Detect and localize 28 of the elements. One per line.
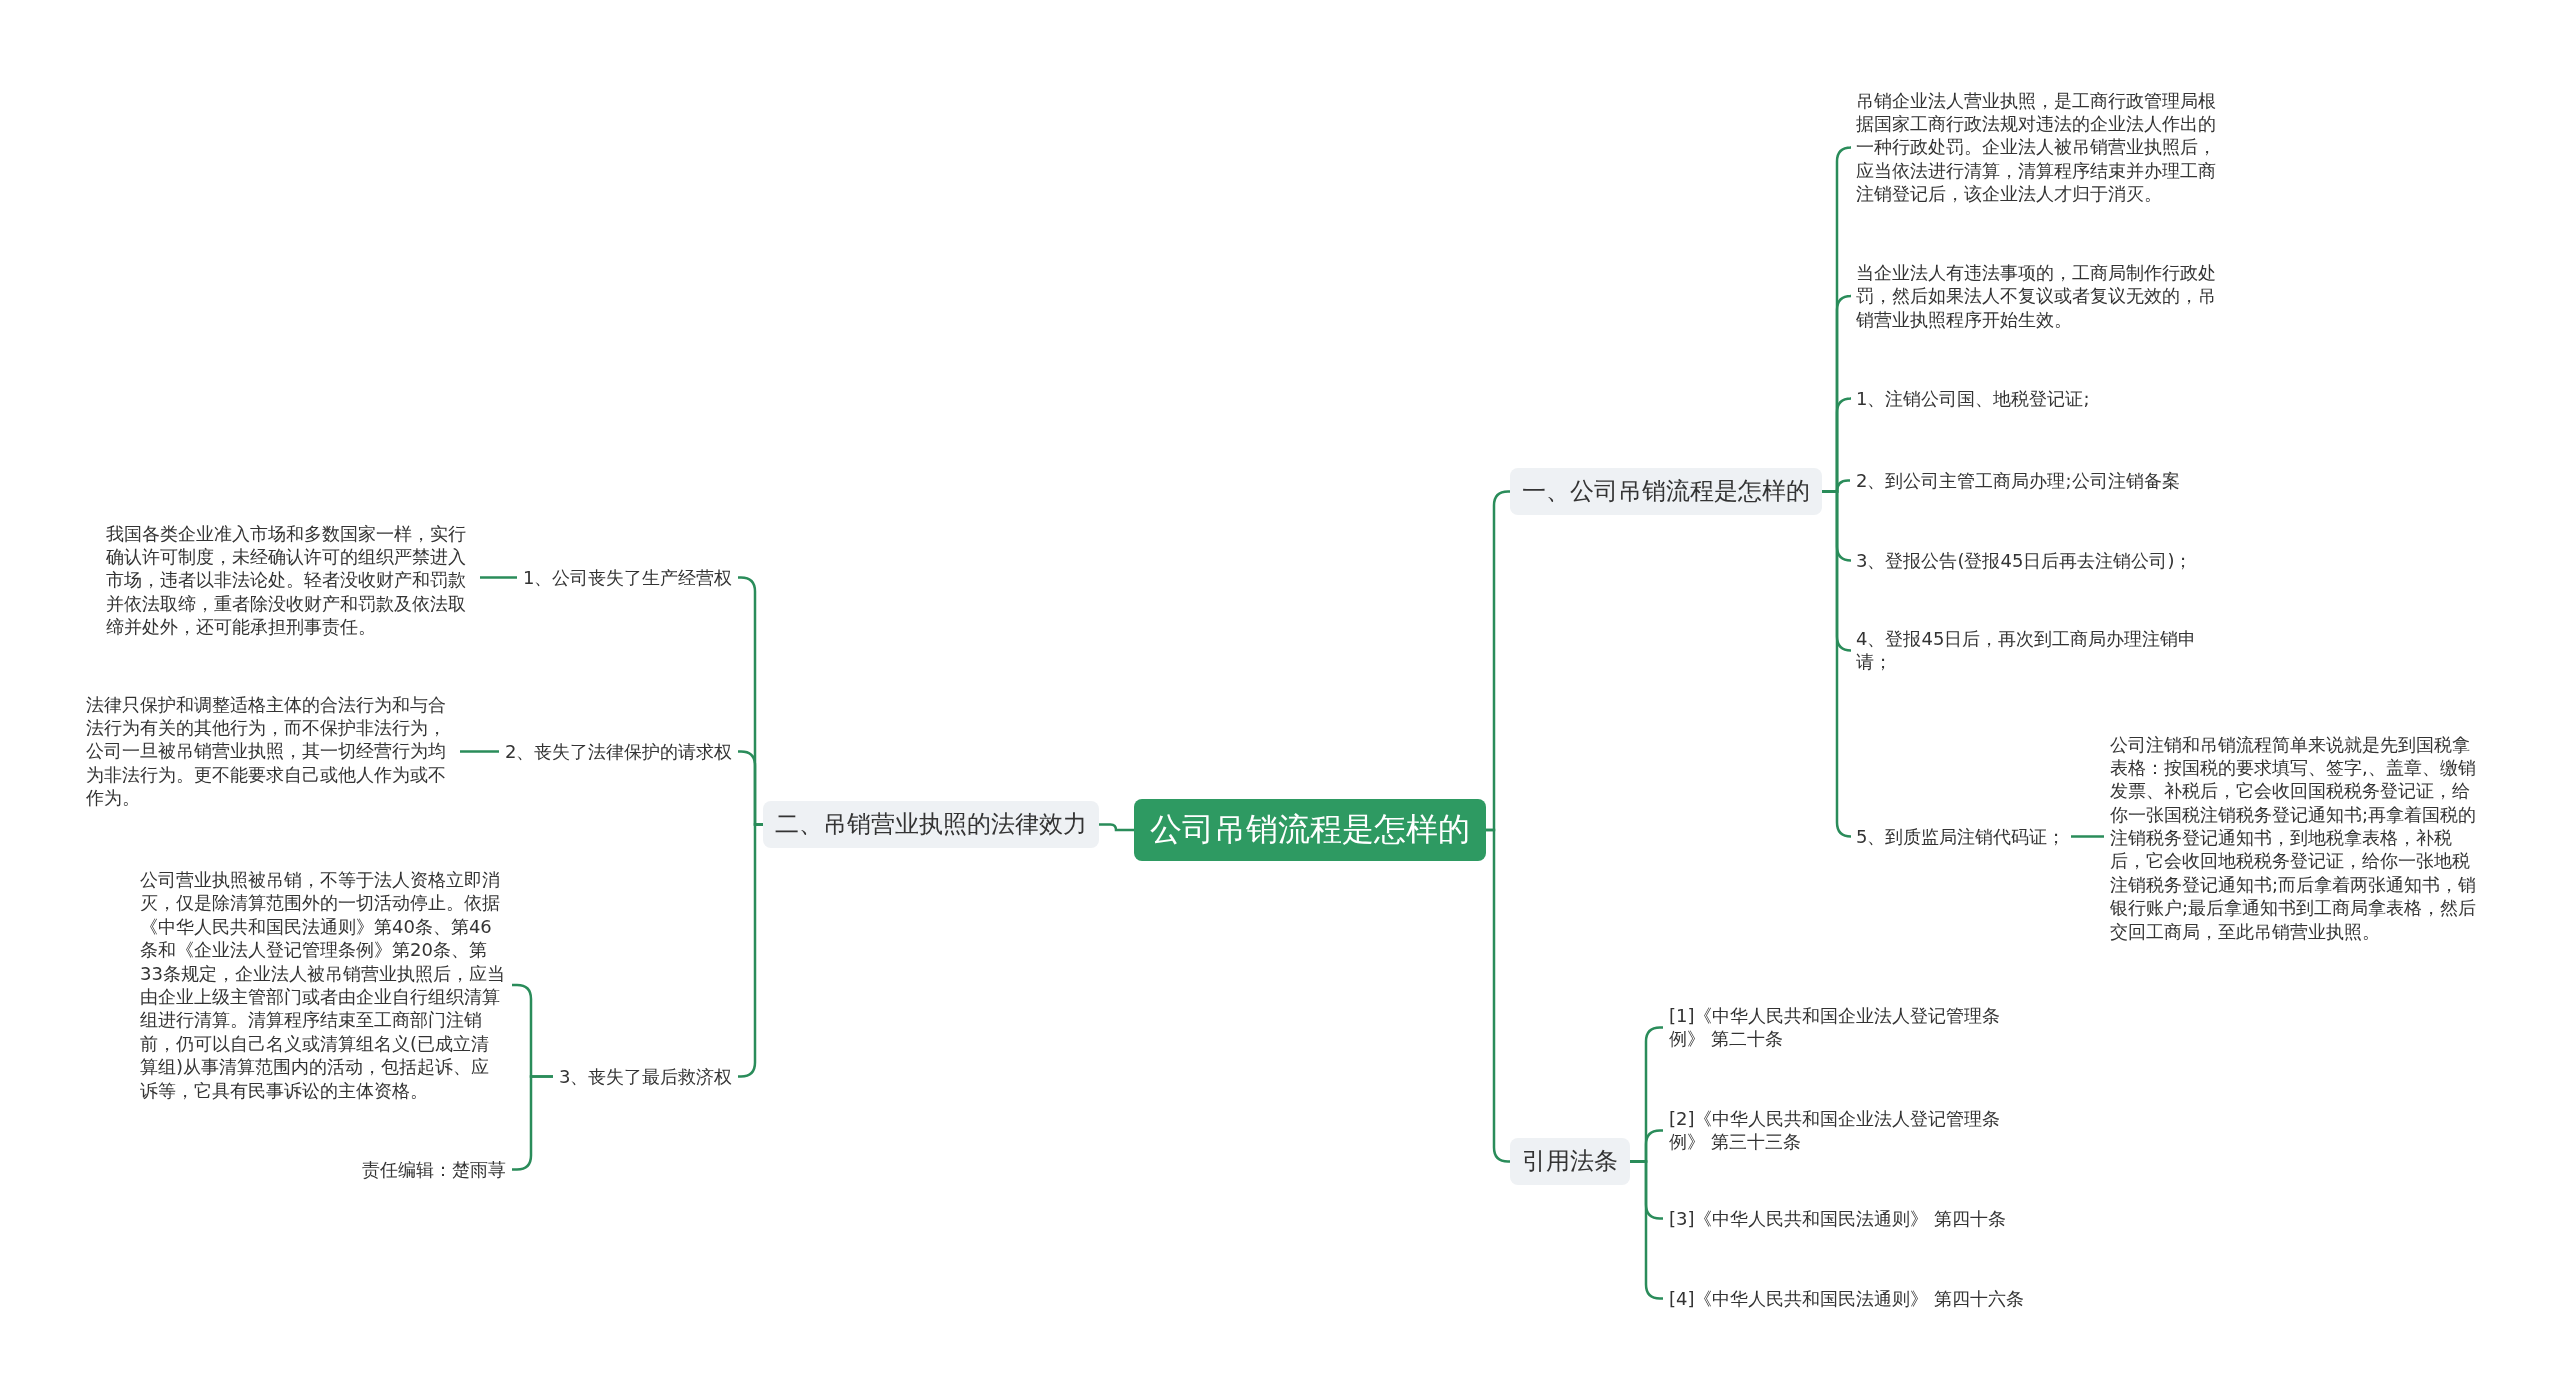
topic-text: 5、到质监局注销代码证； [1850, 824, 2072, 848]
note-text: 我国各类企业准入市场和多数国家一样，实行确认许可制度，未经确认许可的组织严禁进入市场，违者以非法论处。轻者没收财产和罚款并依法取缔，重者除没收财产和罚款及依法取缔并处外，还可能承担刑事责任。 [100, 521, 480, 639]
topic-text: 3、丧失了最后救济权 [553, 1064, 739, 1088]
note-text: [2]《中华人民共和国企业法人登记管理条例》 第三十三条 [1663, 1106, 2031, 1154]
topic-text: 责任编辑：楚雨荨 [356, 1157, 512, 1181]
topic-text: 1、注销公司国、地税登记证; [1850, 386, 2096, 410]
topic-text: [4]《中华人民共和国民法通则》 第四十六条 [1663, 1286, 2031, 1310]
note-text: [1]《中华人民共和国企业法人登记管理条例》 第二十条 [1663, 1003, 2031, 1051]
central-topic-box: 公司吊销流程是怎样的 [1134, 799, 1486, 861]
note-text: 法律只保护和调整适格主体的合法行为和与合法行为有关的其他行为，而不保护非法行为，公司一旦被吊销营业执照，其一切经营行为均为非法行为。更不能要求自己或他人作为或不作为。 [80, 692, 460, 810]
note-text: 公司营业执照被吊销，不等于法人资格立即消灭，仅是除清算范围外的一切活动停止。依据《中华人民共和国民法通则》第40条、第46条和《企业法人登记管理条例》第20条、第33条规定，企业法人被吊销营业执照后，应当由企业上级主管部门或者由企业自行组织清算组进行清算。清算程序结束至工商部门注销前，仍可以自己名义或清算组名义(已成立清算组)从事清算范围内的活动，包括起诉、应诉等，它具有民事诉讼的主体资格。 [134, 868, 512, 1102]
note-text: 当企业法人有违法事项的，工商局制作行政处罚，然后如果法人不复议或者复议无效的，吊销营业执照程序开始生效。 [1850, 261, 2228, 332]
note-text: 公司注销和吊销流程简单来说就是先到国税拿表格：按国税的要求填写、签字,、盖章、缴销发票、补税后，它会收回国税税务登记证，给你一张国税注销税务登记通知书;再拿着国税的注销税务登记通知书，到地税拿表格，补税后，它会收回地税税务登记证，给你一张地税注销税务登记通知书;而后拿着两张通知书，销银行账户;最后拿通知书到工商局拿表格，然后交回工商局，至此吊销营业执照。 [2104, 732, 2486, 943]
topic-text: 3、登报公告(登报45日后再去注销公司)； [1850, 548, 2199, 572]
connector-line [1822, 490, 1853, 838]
topic-text: [3]《中华人民共和国民法通则》 第四十条 [1663, 1206, 2013, 1230]
connector-line [480, 576, 517, 579]
connector-line [2071, 835, 2104, 838]
branch-topic-box: 引用法条 [1510, 1137, 1630, 1185]
connector-line [1099, 823, 1134, 832]
topic-text: 1、公司丧失了生产经营权 [517, 565, 739, 589]
connector-line [460, 750, 499, 753]
note-text: 吊销企业法人营业执照，是工商行政管理局根据国家工商行政法规对违法的企业法人作出的一种行政处罚。企业法人被吊销营业执照后，应当依法进行清算，清算程序结束并办理工商注销登记后，该企业法人才归于消灭。 [1850, 88, 2228, 206]
topic-text: 2、到公司主管工商局办理;公司注销备案 [1850, 468, 2186, 492]
topic-text: 2、丧失了法律保护的请求权 [499, 739, 739, 763]
branch-topic-box: 一、公司吊销流程是怎样的 [1510, 467, 1822, 515]
note-text: 4、登报45日后，再次到工商局办理注销申请； [1850, 626, 2222, 674]
branch-topic-box: 二、吊销营业执照的法律效力 [763, 800, 1099, 848]
